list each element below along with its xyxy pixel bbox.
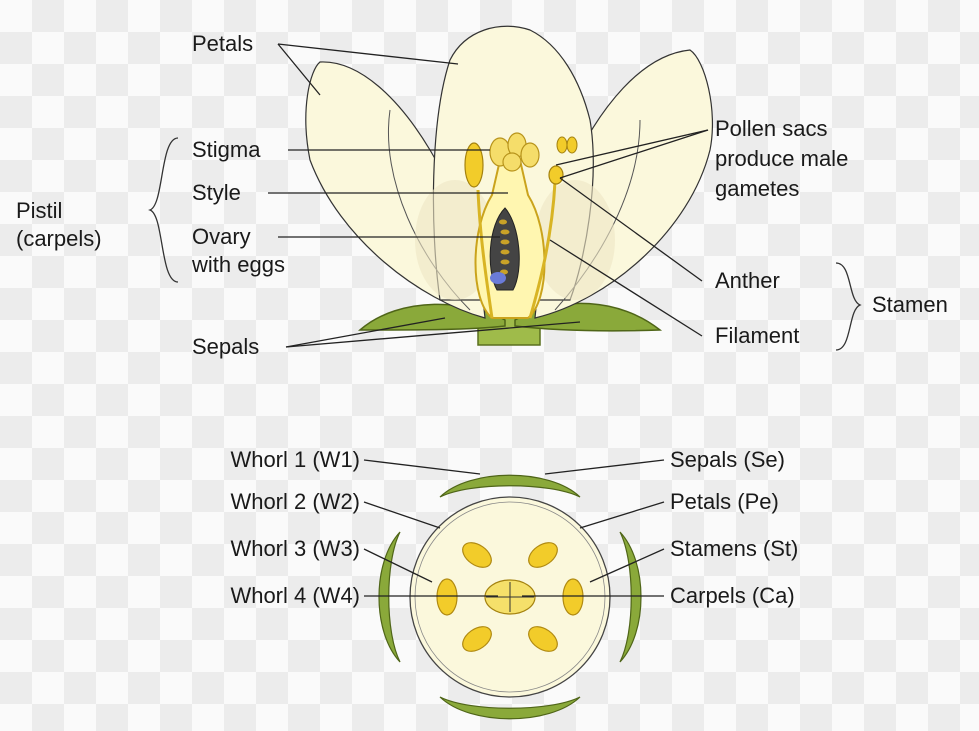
label-whorl-4: Whorl 4 (W4) bbox=[170, 583, 360, 609]
label-style: Style bbox=[192, 180, 241, 206]
floral-diagram bbox=[379, 475, 641, 719]
label-pollen-sacs: Pollen sacs bbox=[715, 116, 828, 142]
label-petals: Petals bbox=[192, 31, 253, 57]
label-stamens-st: Stamens (St) bbox=[670, 536, 798, 562]
label-pollen-gametes: gametes bbox=[715, 176, 799, 202]
label-whorl-3: Whorl 3 (W3) bbox=[170, 536, 360, 562]
label-stamen: Stamen bbox=[872, 292, 948, 318]
label-carpels-ca: Carpels (Ca) bbox=[670, 583, 795, 609]
label-petals-pe: Petals (Pe) bbox=[670, 489, 779, 515]
label-stigma: Stigma bbox=[192, 137, 260, 163]
label-whorl-1: Whorl 1 (W1) bbox=[170, 447, 360, 473]
label-pistil-carpels: (carpels) bbox=[16, 226, 102, 252]
label-anther: Anther bbox=[715, 268, 780, 294]
label-sepals-se: Sepals (Se) bbox=[670, 447, 785, 473]
pistil-brace bbox=[150, 138, 178, 282]
label-pollen-produce: produce male bbox=[715, 146, 848, 172]
label-filament: Filament bbox=[715, 323, 799, 349]
label-ovary-eggs: with eggs bbox=[192, 252, 285, 278]
stamen-brace bbox=[836, 263, 860, 350]
label-pistil: Pistil bbox=[16, 198, 62, 224]
label-ovary: Ovary bbox=[192, 224, 251, 250]
label-whorl-2: Whorl 2 (W2) bbox=[170, 489, 360, 515]
label-sepals-top: Sepals bbox=[192, 334, 259, 360]
